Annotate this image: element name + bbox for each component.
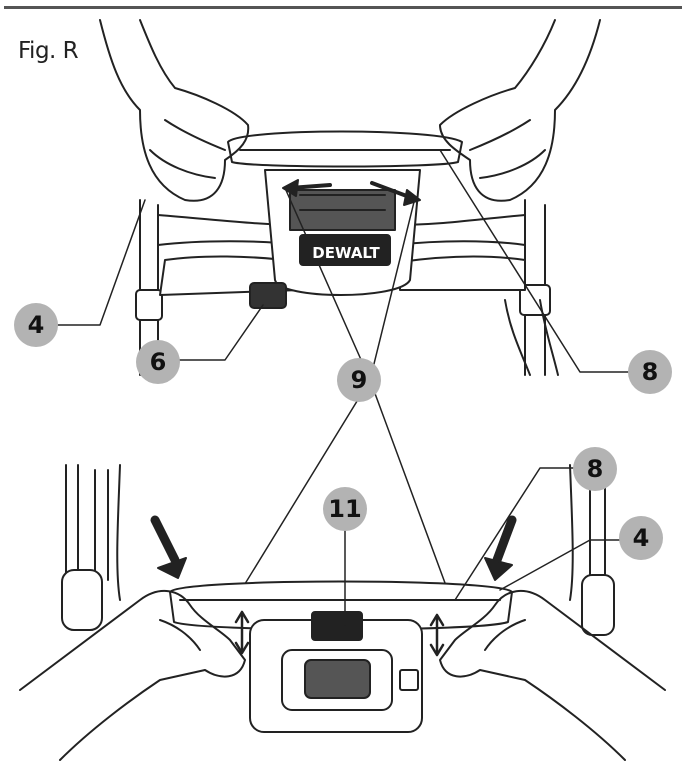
top-left-hand [99,19,250,202]
top-rule [4,6,682,9]
bottom-right-hand [439,590,666,761]
bottom-handle-bar [169,580,513,631]
callout-4-bottom: 4 [619,516,663,560]
callout-11: 11 [323,487,367,531]
callout-4-top: 4 [14,303,58,347]
top-battery-body [249,169,421,309]
figure-label: Fig. R [18,38,79,64]
top-handle-bar [227,130,463,168]
callout-9: 9 [337,358,381,402]
callout-8-top: 8 [628,350,672,394]
bottom-battery-pack [249,611,423,733]
callout-6: 6 [136,340,180,384]
bottom-left-hand [19,590,246,761]
bottom-frame-legs [61,464,615,636]
brand-logo-text: DEWALT [312,244,380,262]
top-right-hand [439,19,601,202]
callout-8-bottom: 8 [573,447,617,491]
